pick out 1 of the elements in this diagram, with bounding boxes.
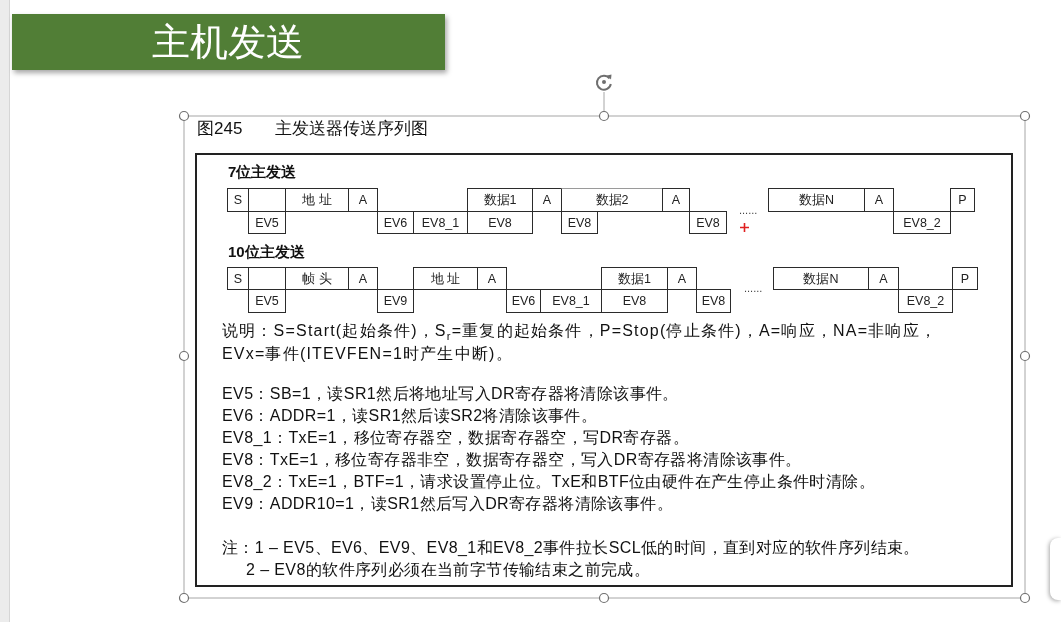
slide-title: 主机发送 [12, 14, 445, 70]
